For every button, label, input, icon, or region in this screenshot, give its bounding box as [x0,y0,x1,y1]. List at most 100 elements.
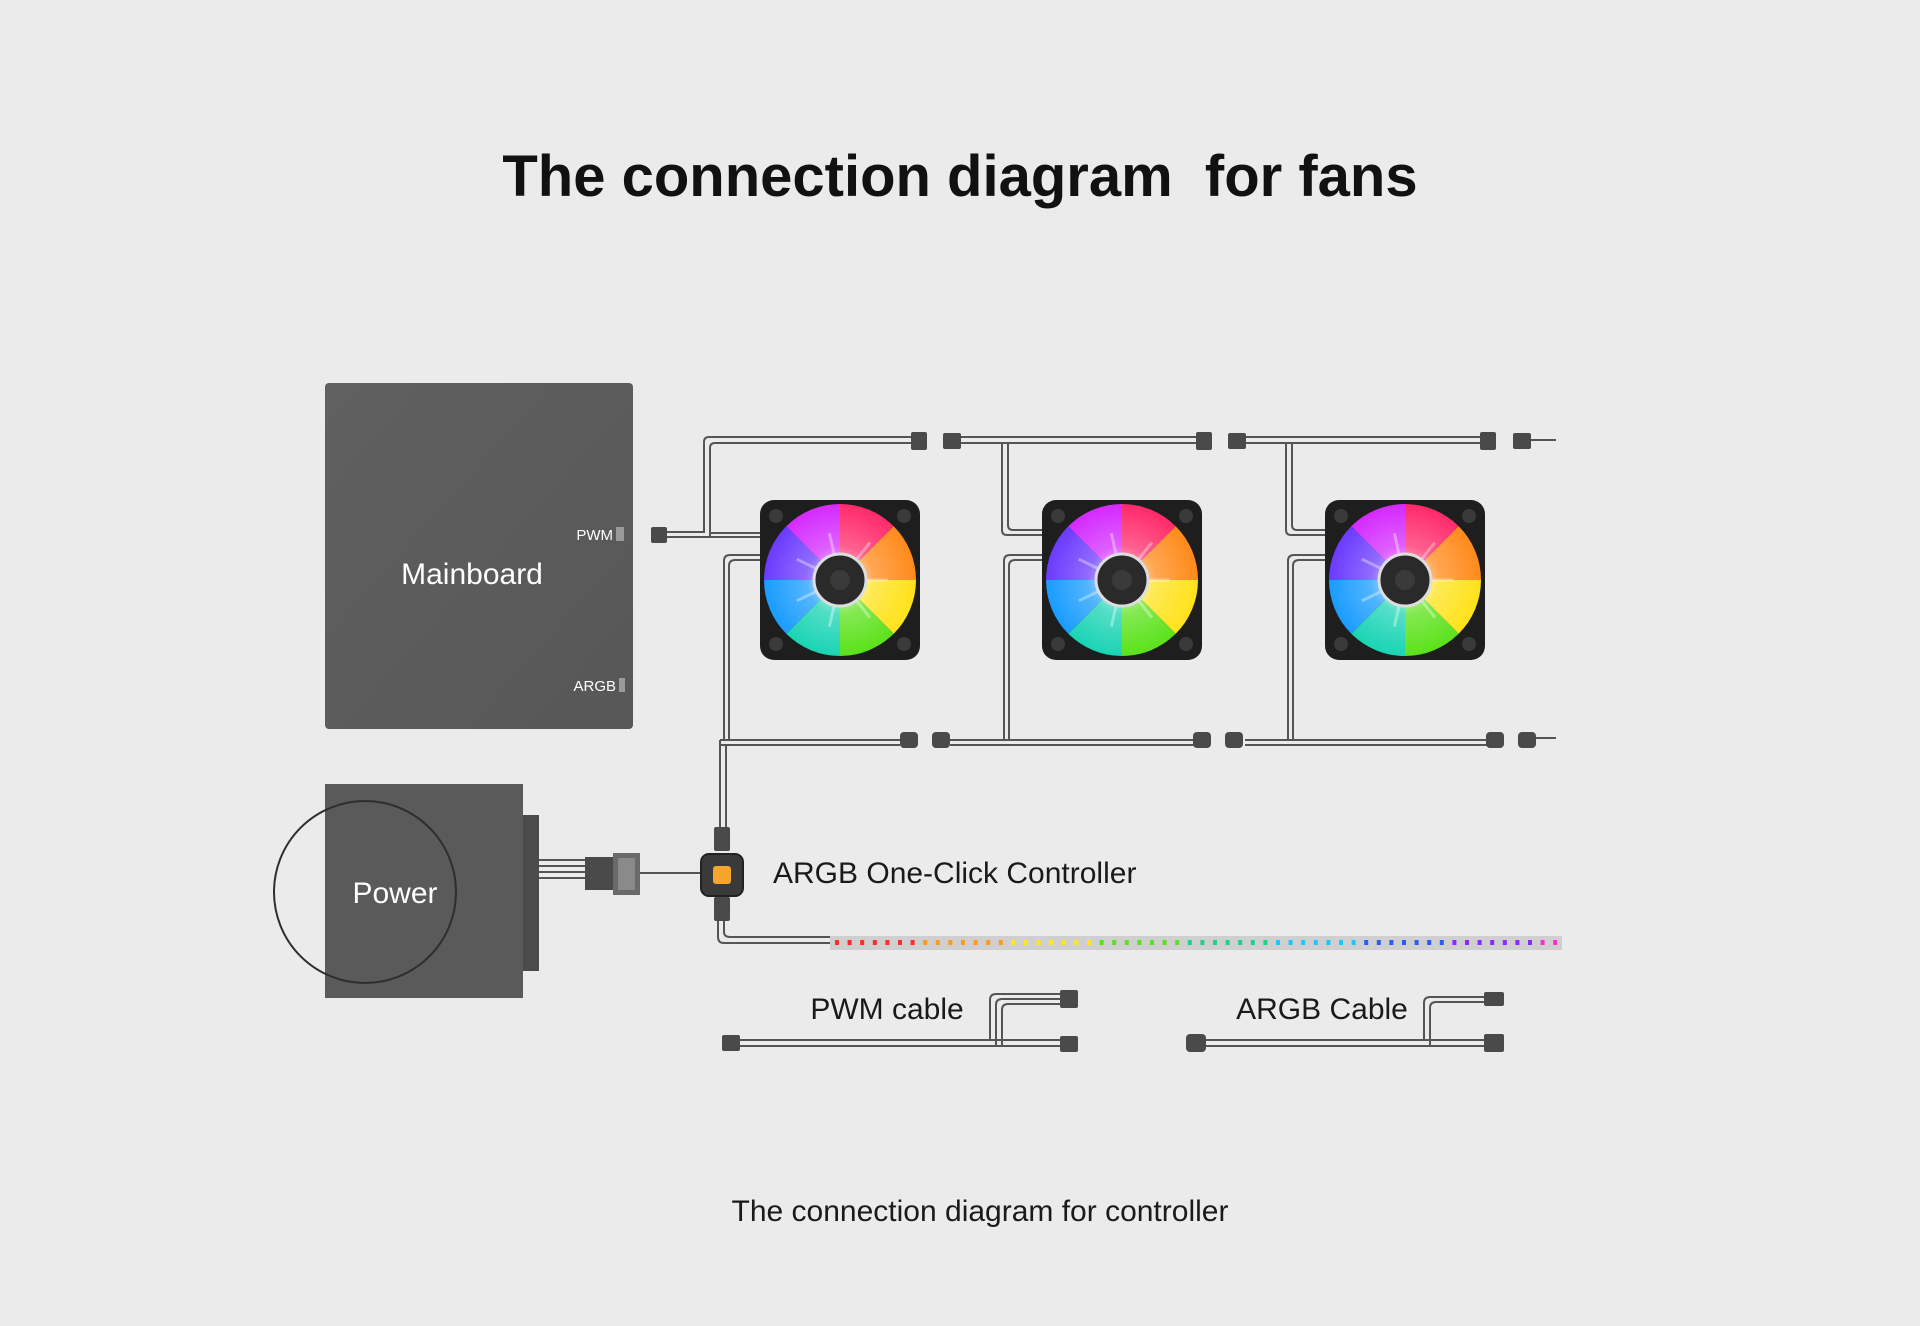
argb-port-label: ARGB [573,678,616,695]
led-dot [1061,940,1066,945]
argb-cable-legend: ARGB Cable [1186,992,1504,1052]
mainboard: Mainboard PWM ARGB [325,383,633,729]
led-dot [1376,940,1381,945]
led-dot [998,940,1003,945]
led-dot [1351,940,1356,945]
led-dot [1024,940,1028,945]
led-dot [923,940,928,945]
led-dot [1515,940,1520,945]
led-dot [1225,940,1230,945]
led-dot [872,940,877,945]
pwm-port [616,527,624,541]
mainboard-label: Mainboard [401,558,543,591]
led-dot [1099,940,1104,945]
led-dot [1326,940,1331,945]
led-dot [910,940,915,945]
led-dot [1339,940,1343,945]
fan-screw-hole [897,637,911,651]
fans [760,500,1485,660]
pwm-cable-label: PWM cable [810,993,963,1026]
led-dot [898,940,902,945]
led-dot [1112,940,1117,945]
led-dot [1200,940,1205,945]
argb-cable-label: ARGB Cable [1236,993,1408,1026]
led-dot [1288,940,1293,945]
fan-hub-center [1112,570,1132,590]
led-dot [1213,940,1217,945]
power-fan-ring [273,800,457,984]
pwm-port-label: PWM [576,527,613,544]
led-dot [1414,940,1419,945]
led-dot [1074,940,1079,945]
led-dot [885,940,890,945]
fan-2 [1042,500,1202,660]
fan-3 [1325,500,1485,660]
led-dot [1301,940,1306,945]
fan-hub-center [1395,570,1415,590]
fan-screw-hole [769,509,783,523]
led-dot [1389,940,1394,945]
fan-screw-hole [1051,509,1065,523]
led-dot [1528,940,1532,945]
led-dot [835,940,839,945]
led-dot [986,940,991,945]
led-dot [973,940,978,945]
led-dot [1364,940,1369,945]
led-dot [935,940,940,945]
led-dot [1465,940,1469,945]
led-dot [1439,940,1444,945]
controller-label: ARGB One-Click Controller [773,857,1136,890]
led-dot [961,940,965,945]
controller-button[interactable] [713,866,731,884]
led-dot [1250,940,1255,945]
fan-screw-hole [1462,637,1476,651]
fan-screw-hole [897,509,911,523]
fan-screw-hole [1179,637,1193,651]
led-dot [1477,940,1482,945]
led-dot [1502,940,1507,945]
argb-port [619,678,625,692]
fan-screw-hole [1334,509,1348,523]
led-dot [1452,940,1457,945]
fan-screw-hole [1179,509,1193,523]
led-dot [1540,940,1545,945]
power-supply: Power [273,784,539,998]
led-dot [1276,940,1280,945]
argb-controller: ARGB One-Click Controller [700,853,1136,897]
led-dot [860,940,865,945]
fan-screw-hole [1462,509,1476,523]
fan-hub-center [830,570,850,590]
led-dot [1124,940,1129,945]
led-dot [1263,940,1268,945]
led-dot [1238,940,1243,945]
led-dot [948,940,953,945]
led-dot [1150,940,1154,945]
led-dot [1490,940,1495,945]
led-dot [1011,940,1016,945]
led-strip [830,936,1562,950]
led-dot [1162,940,1167,945]
led-dot [1175,940,1180,945]
page-title: The connection diagram for fans [502,144,1417,209]
pwm-cable-legend: PWM cable [722,990,1078,1052]
fan-1 [760,500,920,660]
led-dot [1036,940,1041,945]
led-dot [1049,940,1054,945]
fan-screw-hole [1334,637,1348,651]
led-dot [1137,940,1142,945]
led-dot [1187,940,1192,945]
power-label: Power [352,877,437,910]
connectors [585,432,1536,921]
led-dot [1313,940,1318,945]
led-dot [1553,940,1558,945]
fan-screw-hole [769,637,783,651]
led-strip-dots [835,940,1558,945]
led-dot [1427,940,1432,945]
led-dot [847,940,852,945]
led-dot [1087,940,1091,945]
led-dot [1402,940,1406,945]
cables [539,436,1556,944]
fan-screw-hole [1051,637,1065,651]
diagram-caption: The connection diagram for controller [732,1195,1229,1228]
